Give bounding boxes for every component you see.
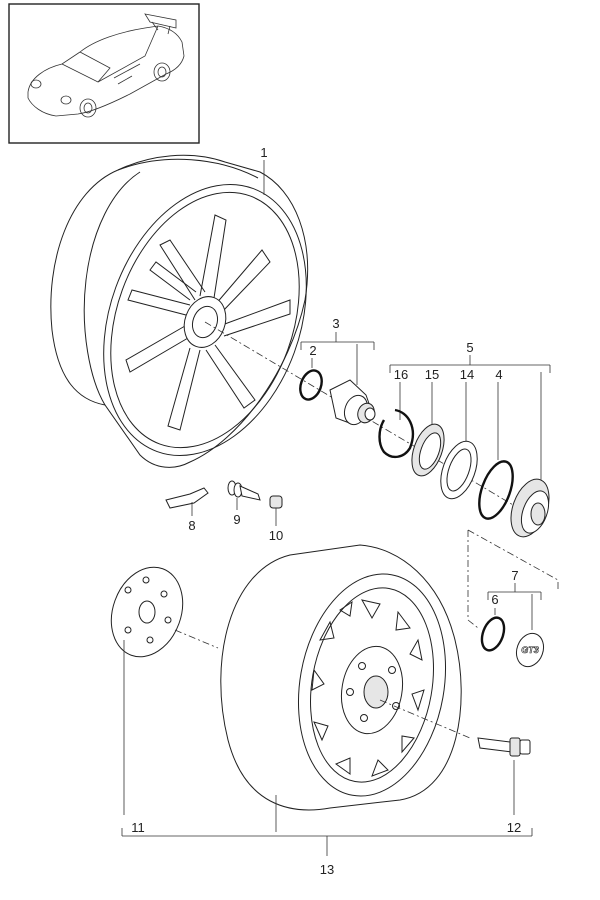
bracket-7 [487,583,542,630]
callout-14: 14 [460,367,474,382]
callout-2: 2 [309,343,316,358]
rim-spokes [125,214,291,431]
callout-9: 9 [233,512,240,527]
callout-7: 7 [511,568,518,583]
bracket-13 [121,828,533,856]
washer[interactable] [434,436,485,503]
disc-plate[interactable] [406,420,451,480]
wheel-rim[interactable] [50,154,342,484]
bracket-5 [389,355,551,485]
gt3-logo: GT3 [521,645,539,655]
o-ring-small[interactable] [478,615,508,654]
tire-valve[interactable] [227,480,261,510]
wheel-bolt[interactable] [477,737,531,815]
callout-4: 4 [495,367,502,382]
car-icon [27,13,185,118]
assembly-axis [204,321,531,516]
hub-adapter[interactable] [329,379,377,428]
circlip[interactable] [378,408,415,459]
callout-10: 10 [269,528,283,543]
spacer-axis [174,629,219,649]
valve-cap[interactable] [269,495,283,526]
balance-weight[interactable] [165,487,209,516]
callout-8: 8 [188,518,195,533]
callout-11: 11 [131,820,145,835]
callout-3: 3 [332,316,339,331]
callout-13: 13 [320,862,334,877]
callout-15: 15 [425,367,439,382]
hub-cap[interactable]: GT3 [512,630,548,671]
car-thumbnail[interactable] [8,3,200,144]
callout-6: 6 [491,592,498,607]
callout-1: 1 [260,145,267,160]
callout-16: 16 [394,367,408,382]
spare-wheel-windows [311,599,425,777]
callout-5: 5 [466,340,473,355]
callout-12: 12 [507,820,521,835]
bracket-3 [300,332,375,385]
spare-wheel[interactable] [220,544,463,811]
sealing-ring[interactable] [473,457,520,523]
hubcap-guide [467,529,559,629]
central-lock-nut[interactable] [504,474,556,542]
o-ring[interactable] [296,367,325,402]
spacer-disc[interactable] [99,557,194,667]
bolt-axis [379,699,471,739]
